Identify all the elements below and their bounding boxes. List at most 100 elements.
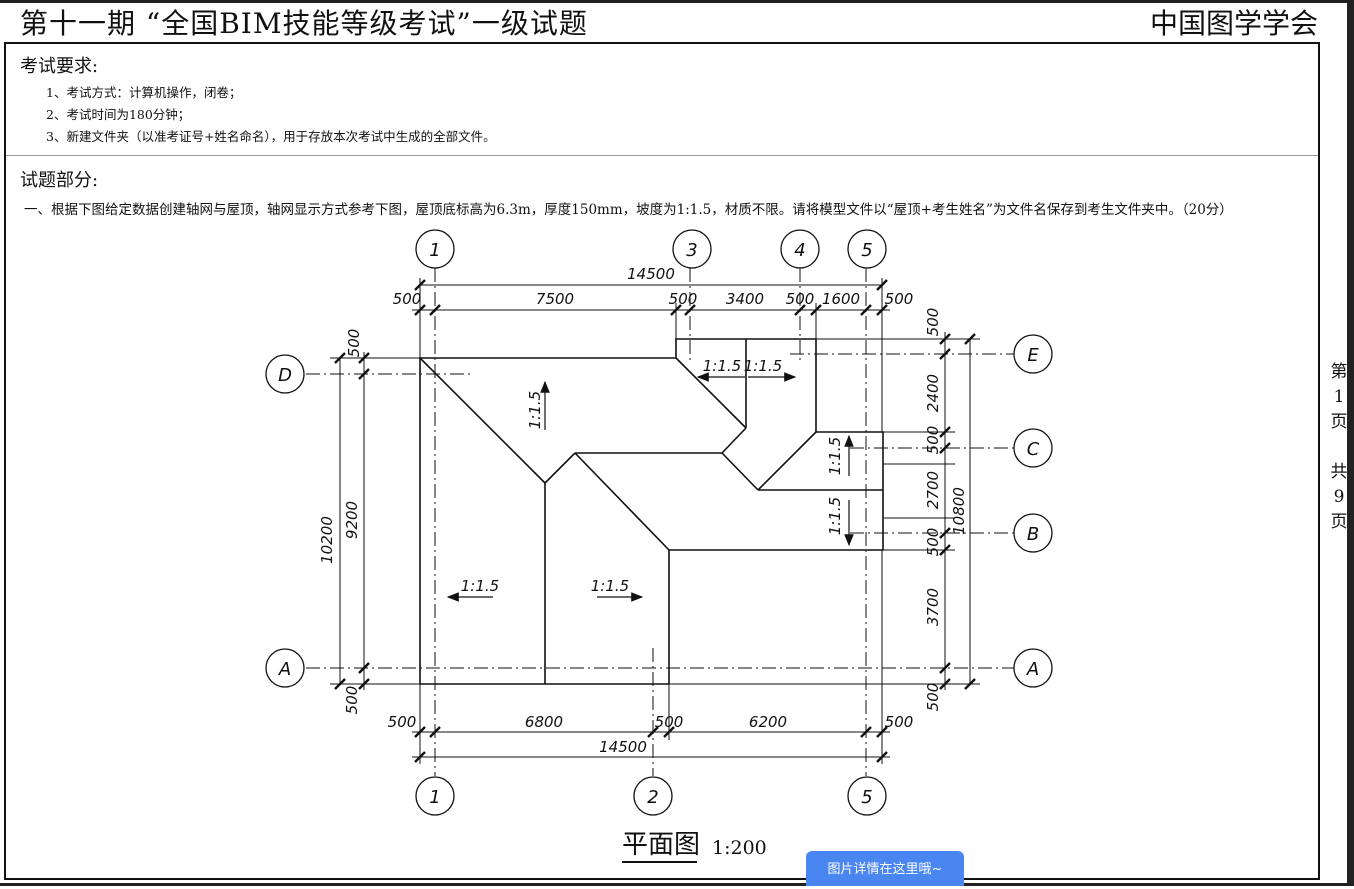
- grid-bubble: [415, 776, 455, 816]
- dim-left: 10200: [318, 516, 336, 564]
- dim-right: 500: [924, 426, 942, 455]
- grid-bubble: [847, 776, 887, 816]
- dim-right: 500: [924, 308, 942, 337]
- roof-perimeter: [419, 338, 884, 685]
- requirements-list: 1、考试方式：计算机操作，闭卷； 2、考试时间为180分钟； 3、新建文件夹（以…: [46, 82, 496, 148]
- dim-right: 2400: [924, 374, 942, 412]
- dim-top: 7500: [536, 290, 574, 308]
- grid-label: 1: [429, 240, 440, 261]
- requirements-heading: 考试要求:: [20, 56, 99, 77]
- grid-labels: 1 3 4 5 1 2 5 D A E C B A: [278, 240, 1040, 808]
- slope-label: 1:1.5: [703, 357, 741, 375]
- dimension-lines: [330, 278, 980, 764]
- slope-arrows: [446, 372, 854, 602]
- grid-label: 5: [861, 240, 872, 261]
- grid-bubble: [415, 229, 455, 269]
- dim-right: 2700: [924, 471, 942, 509]
- dim-bottom: 500: [885, 713, 914, 731]
- dim-top: 500: [669, 290, 698, 308]
- hip-line: [419, 357, 546, 484]
- page-indicator-char: 第: [1330, 362, 1348, 382]
- grid-bubbles: [265, 229, 1053, 816]
- dim-top: 1600: [822, 290, 860, 308]
- grid-label: A: [1026, 659, 1039, 680]
- page-indicator-char: 9: [1333, 487, 1345, 507]
- dim-bottom: 6200: [749, 713, 787, 731]
- window-top-edge: [0, 0, 1354, 3]
- grid-bubble: [1013, 648, 1053, 688]
- window-right-edge: [1347, 0, 1354, 886]
- grid-label: A: [278, 659, 291, 680]
- page-indicator-char: 页: [1330, 512, 1348, 532]
- dim-bottom-overall: 14500: [599, 738, 647, 756]
- grid-label: E: [1027, 345, 1039, 366]
- valley-line: [574, 452, 670, 551]
- dim-right-overall: 10800: [950, 487, 968, 535]
- organization-name: 中国图学学会: [1149, 7, 1318, 40]
- dimension-ticks: [334, 279, 976, 763]
- roof-outline: [419, 338, 884, 685]
- dim-top: 500: [786, 290, 815, 308]
- ridge-line: [544, 452, 576, 484]
- dim-right: 500: [924, 683, 942, 712]
- grid-label: 2: [647, 787, 658, 808]
- section-divider: [6, 155, 1318, 156]
- exam-title: 第十一期 “全国BIM技能等级考试”一级试题: [20, 7, 588, 40]
- grid-bubble: [780, 229, 820, 269]
- dim-bottom: 6800: [525, 713, 563, 731]
- requirement-item: 2、考试时间为180分钟；: [46, 107, 191, 122]
- dim-top: 3400: [726, 290, 764, 308]
- dim-bottom: 500: [655, 713, 684, 731]
- grid-bubble: [672, 229, 712, 269]
- grid-bubble: [1013, 428, 1053, 468]
- page-indicator-char: 页: [1330, 412, 1348, 432]
- image-details-button[interactable]: 图片详情在这里哦~: [806, 851, 964, 886]
- page-indicator-char: 共: [1330, 462, 1348, 482]
- grid-bubble: [1013, 334, 1053, 374]
- grid-bubble: [1013, 513, 1053, 553]
- slope-label: 1:1.5: [461, 577, 499, 595]
- hip-line: [721, 452, 759, 491]
- grid-label: B: [1027, 524, 1039, 545]
- grid-bubble: [265, 648, 305, 688]
- grid-bubble: [847, 229, 887, 269]
- page-indicator: 第 1 页 共 9 页: [1330, 360, 1348, 535]
- dim-left: 9200: [343, 501, 361, 539]
- valley-line: [721, 427, 747, 454]
- slope-labels: 1:1.5 1:1.5 1:1.5 1:1.5 1:1.5 1:1.5 1:1.…: [461, 357, 844, 595]
- grid-label: D: [278, 365, 292, 386]
- grid-label: 3: [686, 240, 697, 261]
- page-border: [4, 42, 1320, 880]
- dim-top-overall: 14500: [627, 265, 675, 283]
- slope-label: 1:1.5: [826, 497, 844, 535]
- dim-top: 500: [393, 290, 422, 308]
- dim-right: 500: [924, 528, 942, 557]
- dim-left: 500: [343, 686, 361, 715]
- slope-label: 1:1.5: [526, 391, 544, 429]
- grid-label: 5: [861, 787, 872, 808]
- dim-bottom: 500: [388, 713, 417, 731]
- grid-label: 1: [429, 787, 440, 808]
- requirement-item: 1、考试方式：计算机操作，闭卷；: [46, 85, 242, 100]
- dim-right: 3700: [924, 588, 942, 626]
- window-bottom-edge: [0, 883, 1354, 886]
- grid-label: C: [1027, 439, 1040, 460]
- slope-label: 1:1.5: [826, 437, 844, 475]
- grid-label: 4: [794, 240, 805, 261]
- plan-title: 平面图: [622, 830, 700, 860]
- slope-label: 1:1.5: [591, 577, 629, 595]
- hip-line: [675, 357, 747, 429]
- plan-scale: 1:200: [712, 837, 767, 859]
- grid-bubble: [265, 354, 305, 394]
- question-1-text: 一、根据下图给定数据创建轴网与屋顶，轴网显示方式参考下图，屋顶底标高为6.3m，…: [24, 202, 1233, 218]
- requirement-item: 3、新建文件夹（以准考证号+姓名命名），用于存放本次考试中生成的全部文件。: [46, 129, 496, 144]
- page-indicator-char: 1: [1333, 387, 1345, 407]
- grid-lines: [306, 268, 1014, 776]
- dim-top: 500: [885, 290, 914, 308]
- slope-label: 1:1.5: [744, 357, 782, 375]
- grid-bubble: [633, 776, 673, 816]
- dim-left: 500: [345, 329, 363, 358]
- hip-line: [757, 431, 817, 491]
- dimension-texts: 14500 500 7500 500 3400 500 1600 500 500…: [318, 265, 968, 756]
